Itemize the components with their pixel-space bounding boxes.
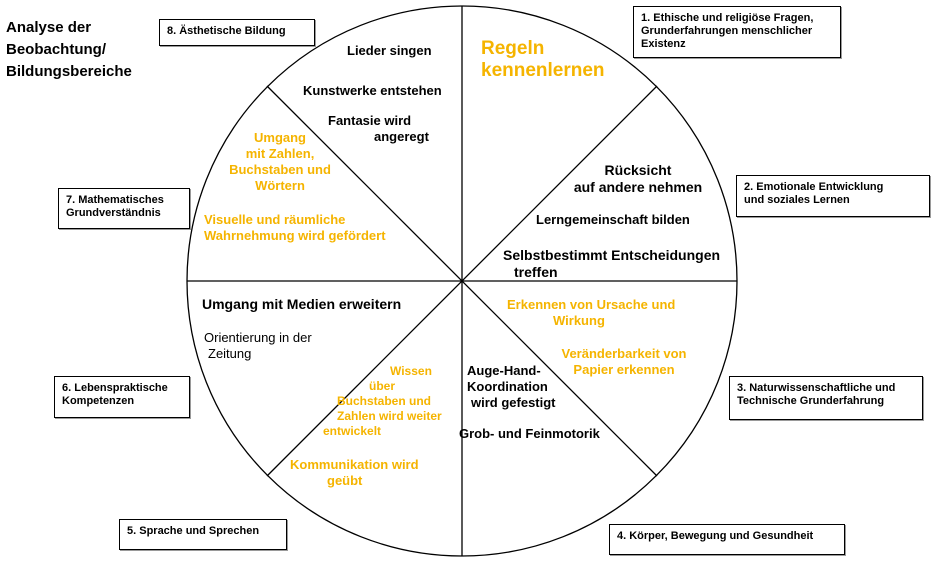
area-label: Grundverständnis	[66, 207, 161, 219]
ursache-wirkung: Erkennen von Ursache und Wirkung	[507, 297, 676, 328]
area-label: 6. Lebenspraktische	[62, 382, 168, 394]
area-box-5: 5. Sprache und Sprechen	[119, 519, 287, 550]
divider-diagonal-b	[266, 85, 658, 477]
area-box-3: 3. Naturwissenschaftliche und Technische…	[729, 376, 923, 420]
area-label: 7. Mathematisches	[66, 194, 164, 206]
area-label: 1. Ethische und religiöse Fragen,	[641, 12, 814, 24]
orientierung-zeitung: Orientierung in der Zeitung	[204, 330, 312, 361]
area-label: 2. Emotionale Entwicklung	[744, 181, 884, 193]
kunstwerke-entstehen: Kunstwerke entstehen	[303, 83, 442, 98]
lerngemeinschaft: Lerngemeinschaft bilden	[536, 212, 690, 227]
area-label: Kompetenzen	[62, 395, 135, 407]
area-box-7: 7. Mathematisches Grundverständnis	[58, 188, 190, 229]
area-label: 3. Naturwissenschaftliche und	[737, 382, 896, 394]
area-box-6: 6. Lebenspraktische Kompetenzen	[54, 376, 190, 418]
title-line: Analyse der	[6, 19, 92, 36]
visuelle-wahrnehmung: Visuelle und räumliche Wahrnehmung wird …	[204, 212, 386, 243]
area-label: 4. Körper, Bewegung und Gesundheit	[617, 530, 814, 542]
area-label: und soziales Lernen	[744, 194, 850, 206]
wissen-buchstaben-zahlen: Wissen über Buchstaben und Zahlen wird w…	[323, 364, 442, 438]
selbstbestimmt: Selbstbestimmt Entscheidungen treffen	[503, 247, 721, 280]
title-line: Bildungsbereiche	[6, 63, 132, 80]
regeln-kennenlernen: Regeln kennenlernen	[481, 38, 605, 81]
area-label: 8. Ästhetische Bildung	[167, 25, 286, 37]
grob-feinmotorik: Grob- und Feinmotorik	[459, 426, 600, 441]
umgang-zahlen-buchstaben: Umgang mit Zahlen, Buchstaben und Wörter…	[229, 130, 331, 193]
kommunikation-geuebt: Kommunikation wird geübt	[290, 457, 419, 488]
area-label: 5. Sprache und Sprechen	[127, 525, 260, 537]
area-label: Technische Grunderfahrung	[737, 395, 885, 407]
area-box-2: 2. Emotionale Entwicklung und soziales L…	[736, 175, 930, 217]
auge-hand-koordination: Auge-Hand- Koordination wird gefestigt	[467, 363, 556, 410]
ruecksicht: Rücksicht auf andere nehmen	[573, 162, 703, 195]
area-label: Existenz	[641, 38, 686, 50]
fantasie-angeregt: Fantasie wird angeregt	[328, 113, 429, 144]
area-box-1: 1. Ethische und religiöse Fragen, Grunde…	[633, 6, 841, 58]
medien-erweitern: Umgang mit Medien erweitern	[202, 296, 402, 312]
lieder-singen: Lieder singen	[347, 43, 432, 58]
title-line: Beobachtung/	[6, 41, 106, 58]
area-box-8: 8. Ästhetische Bildung	[159, 19, 315, 46]
papier-veraenderbarkeit: Veränderbarkeit von Papier erkennen	[561, 346, 687, 377]
page-title: Analyse der Beobachtung/ Bildungsbereich…	[6, 17, 132, 83]
area-label: Grunderfahrungen menschlicher	[641, 25, 813, 37]
area-box-4: 4. Körper, Bewegung und Gesundheit	[609, 524, 845, 555]
